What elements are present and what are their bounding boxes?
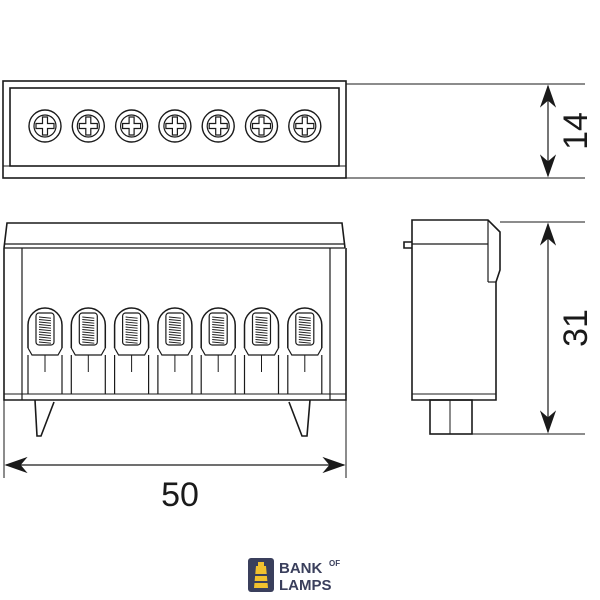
arrow-head-down [539,154,557,178]
dimension-label-width-front: 50 [161,476,199,514]
top-view-screw-row [28,109,322,143]
front-view [3,222,347,437]
front-terminal [243,307,280,394]
front-terminal [200,307,236,394]
arrow-head-left [4,456,28,474]
bank-of-lamps-logo: BANK OF LAMPS [248,558,340,594]
top-screw-head [71,109,106,143]
front-terminal [27,307,63,394]
front-terminal [157,307,193,394]
front-view-body [3,248,347,401]
arrow-head-up [539,84,557,108]
front-terminal [70,307,107,394]
lighthouse-icon [248,558,274,592]
side-view-body [411,219,501,401]
front-terminal [113,307,150,394]
top-screw-head [201,109,235,143]
top-view-inner-frame [9,87,340,167]
top-screw-head [158,109,192,143]
side-view-tab [403,241,412,249]
logo-text-bank: BANK [279,560,322,577]
front-terminal [287,307,323,394]
top-view [2,80,347,179]
logo-text-lamps: LAMPS [279,577,332,594]
arrow-head-side-up [539,222,557,246]
front-view-right-foot [288,399,311,437]
front-view-cap [3,222,346,249]
dimension-width-front [3,400,347,478]
dimension-label-height-top: 14 [557,112,595,150]
dimension-height-side [472,221,585,435]
dimension-height-top [346,83,585,179]
front-view-left-foot [34,399,55,437]
top-screw-head [288,109,322,143]
side-view [403,219,501,435]
logo-text-of: OF [329,559,340,568]
top-screw-head [28,109,62,143]
arrow-head-right [322,456,346,474]
dimension-label-height-side: 31 [557,309,595,347]
front-view-terminal-row [27,307,323,394]
arrow-head-side-down [539,410,557,434]
top-screw-head [244,109,279,143]
top-view-outer-frame [2,80,347,179]
side-view-din-clip [429,399,473,435]
top-screw-head [114,109,149,143]
